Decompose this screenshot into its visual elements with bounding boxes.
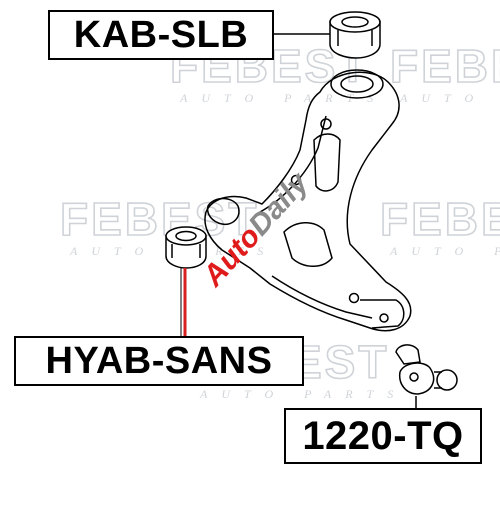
part-label-1220-tq: 1220-TQ — [284, 408, 482, 464]
febest-watermark: FEBEST AUTO PARTS — [379, 192, 500, 258]
watermark-brand: FEBEST — [380, 193, 500, 245]
bushing-eye-inner — [340, 75, 374, 93]
watermark-tagline: AUTO PARTS — [399, 91, 500, 105]
front-eye — [206, 197, 240, 226]
control-arm-inner-edge — [259, 115, 327, 213]
watermark-tagline: AUTO PARTS — [199, 387, 407, 401]
part-label-hyab-sans: HYAB-SANS — [14, 336, 304, 386]
arm-hole — [290, 174, 302, 186]
front-bushing — [165, 226, 207, 269]
ball-joint — [395, 344, 458, 395]
control-arm-outline — [204, 71, 412, 332]
arm-hole — [320, 118, 332, 130]
bushing-eye-outer — [330, 69, 384, 99]
watermark-tagline: AUTO PARTS — [179, 91, 387, 105]
arm-lower-cutout — [283, 222, 333, 267]
upper-bushing — [329, 11, 381, 59]
control-arm — [204, 69, 412, 332]
part-label-kab-slb: KAB-SLB — [48, 10, 274, 60]
arm-web-cutout — [313, 133, 341, 192]
arm-hole — [348, 292, 360, 304]
watermark-tagline: AUTO PARTS — [389, 244, 500, 258]
leader-lines — [274, 33, 417, 408]
febest-watermark: FEBEST AUTO PARTS — [389, 39, 500, 105]
control-arm-lower-edge — [271, 275, 373, 319]
watermark-brand: FEBEST — [390, 40, 500, 92]
arm-hole — [379, 313, 389, 323]
ball-joint-mount — [360, 299, 405, 329]
watermark-brand: FEBEST — [60, 193, 259, 245]
leader-front-bushing — [180, 268, 187, 336]
